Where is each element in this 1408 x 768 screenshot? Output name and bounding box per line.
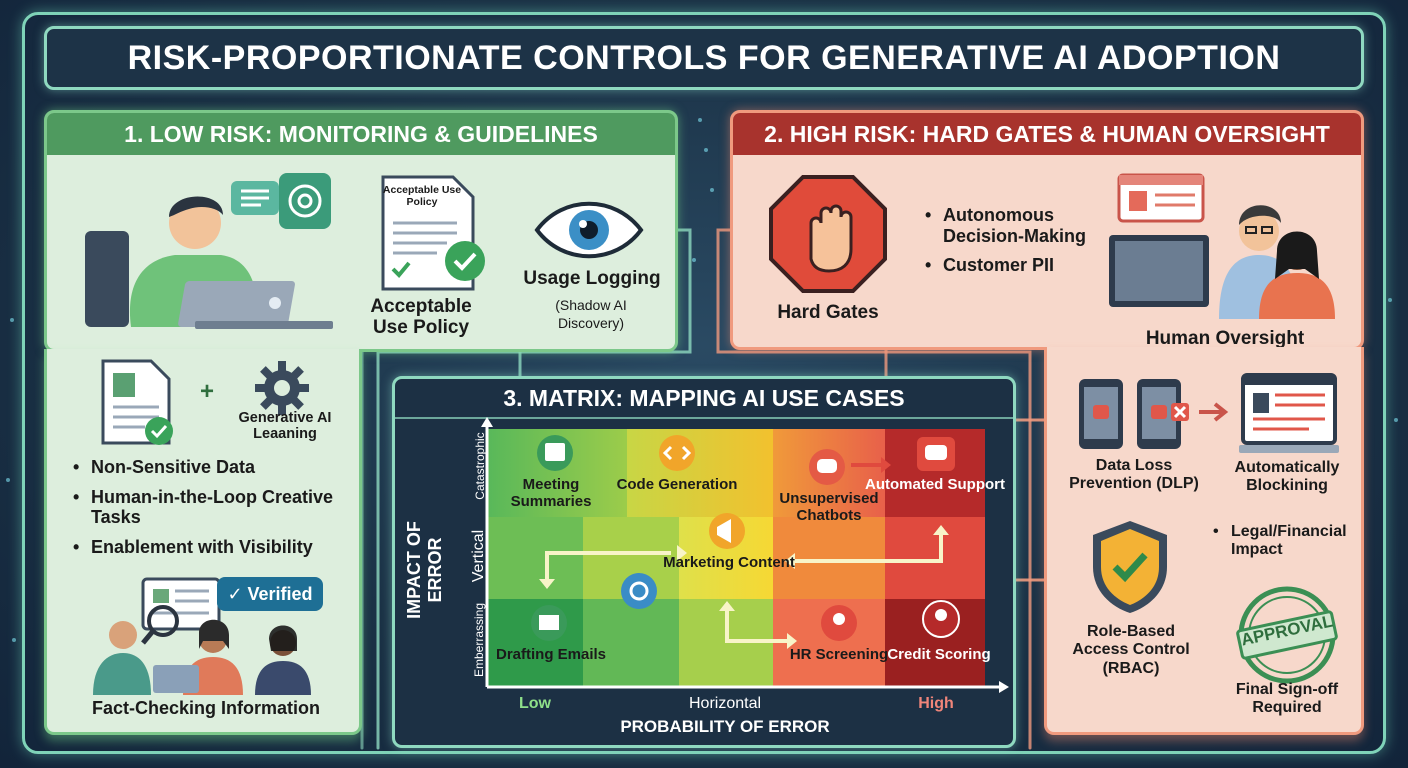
logging-label: Usage Logging [523, 268, 661, 289]
profile-document-icon [101, 359, 173, 445]
high-risk-heading: 2. HIGH RISK: HARD GATES & HUMAN OVERSIG… [764, 120, 1330, 147]
low-risk-heading: 1. LOW RISK: MONITORING & GUIDELINES [124, 120, 598, 147]
gear-icon [255, 361, 309, 415]
low-risk-panel-lower: + Generative AI Leaaning Non-Sensitive D… [44, 349, 362, 735]
policy-document-text: Acceptable Use Policy [382, 184, 462, 208]
x-tick-mid: Horizontal [688, 695, 762, 712]
low-bullet-1: Non-Sensitive Data [73, 457, 363, 478]
y-tick-top: Catastrophic [473, 432, 487, 500]
matrix-header: 3. MATRIX: MAPPING AI USE CASES [395, 379, 1013, 417]
cell-r1c2 [627, 429, 773, 517]
low-bullet-2: Human-in-the-Loop Creative Tasks [73, 487, 363, 528]
human-oversight-label: Human Oversight [1145, 328, 1305, 349]
gen-ai-label: Generative AI Leaaning [238, 410, 332, 442]
page-title: RISK-PROPORTIONATE CONTROLS FOR GENERATI… [127, 38, 1281, 77]
y-axis-title: IMPACT OF ERROR [404, 521, 445, 619]
human-oversight-illustration [1109, 173, 1335, 319]
title-bar: RISK-PROPORTIONATE CONTROLS FOR GENERATI… [44, 26, 1364, 90]
person-laptop-illustration [85, 173, 333, 329]
cell-r2c1 [487, 517, 583, 599]
high-risk-bullets: Autonomous Decision-Making Customer PII [925, 205, 1115, 285]
high-risk-header: 2. HIGH RISK: HARD GATES & HUMAN OVERSIG… [733, 113, 1361, 155]
matrix-heading: 3. MATRIX: MAPPING AI USE CASES [503, 384, 905, 411]
dlp-tablets-icon [1079, 379, 1229, 449]
logging-sublabel: (Shadow AI Discovery) [555, 297, 627, 331]
shield-check-icon [1093, 521, 1167, 613]
legal-bullet: Legal/Financial Impact [1213, 523, 1363, 560]
hard-gates-label: Hard Gates [777, 302, 879, 323]
drafting-emails-label: Drafting Emails [495, 646, 607, 663]
low-risk-bullets: Non-Sensitive Data Human-in-the-Loop Cre… [73, 457, 363, 567]
low-bullet-3: Enablement with Visibility [73, 537, 363, 558]
matrix-overlay [481, 417, 1009, 693]
marketing-content-label: Marketing Content [663, 554, 795, 571]
fact-checking-illustration [93, 577, 311, 695]
matrix-header-divider [395, 417, 1013, 419]
dlp-label: Data Loss Prevention (DLP) [1069, 457, 1199, 492]
credit-scoring-label: Credit Scoring [887, 646, 991, 663]
outer-frame [22, 12, 1386, 754]
fact-check-label: Fact-Checking Information [91, 698, 320, 718]
plus-sign: + [199, 378, 214, 405]
cell-r2c5 [885, 517, 985, 599]
stop-hand-icon [769, 175, 887, 293]
meeting-summaries-label: Meeting Summaries [510, 476, 592, 510]
high-risk-panel: 2. HIGH RISK: HARD GATES & HUMAN OVERSIG… [730, 110, 1364, 350]
cell-r3c2 [583, 599, 679, 687]
unsupervised-chatbots-label: Unsupervised Chatbots [779, 490, 879, 524]
high-risk-panel-lower: Data Loss Prevention (DLP) Automatically… [1044, 347, 1364, 735]
signoff-label: Final Sign-off Required [1235, 681, 1339, 717]
x-axis-title: PROBABILITY OF ERROR [620, 717, 830, 736]
high-bullet-1: Autonomous Decision-Making [925, 205, 1115, 246]
low-risk-panel: 1. LOW RISK: MONITORING & GUIDELINES Acc… [44, 110, 678, 352]
hr-screening-label: HR Screening [789, 646, 889, 663]
y-tick-mid: Vertical [470, 529, 487, 583]
x-tick-high: High [918, 695, 954, 712]
matrix-panel: 3. MATRIX: MAPPING AI USE CASES [392, 376, 1016, 748]
y-tick-bottom: Emberrassing [472, 602, 486, 678]
automated-support-label: Automated Support [865, 476, 1005, 493]
auto-block-label: Automatically Blockining [1234, 459, 1340, 494]
high-bullet-2: Customer PII [925, 255, 1115, 276]
policy-label: Acceptable Use Policy [370, 296, 472, 338]
code-generation-label: Code Generation [616, 476, 738, 493]
legal-bullet-list: Legal/Financial Impact [1213, 523, 1363, 569]
verified-badge: ✓ Verified [217, 577, 323, 611]
policy-document-icon [381, 175, 485, 291]
eye-icon [534, 201, 644, 259]
rbac-label: Role-Based Access Control (RBAC) [1072, 623, 1190, 677]
blocked-screen-icon [1239, 373, 1339, 453]
low-risk-header: 1. LOW RISK: MONITORING & GUIDELINES [47, 113, 675, 155]
x-tick-low: Low [519, 695, 551, 712]
approval-stamp-icon [1236, 586, 1338, 684]
